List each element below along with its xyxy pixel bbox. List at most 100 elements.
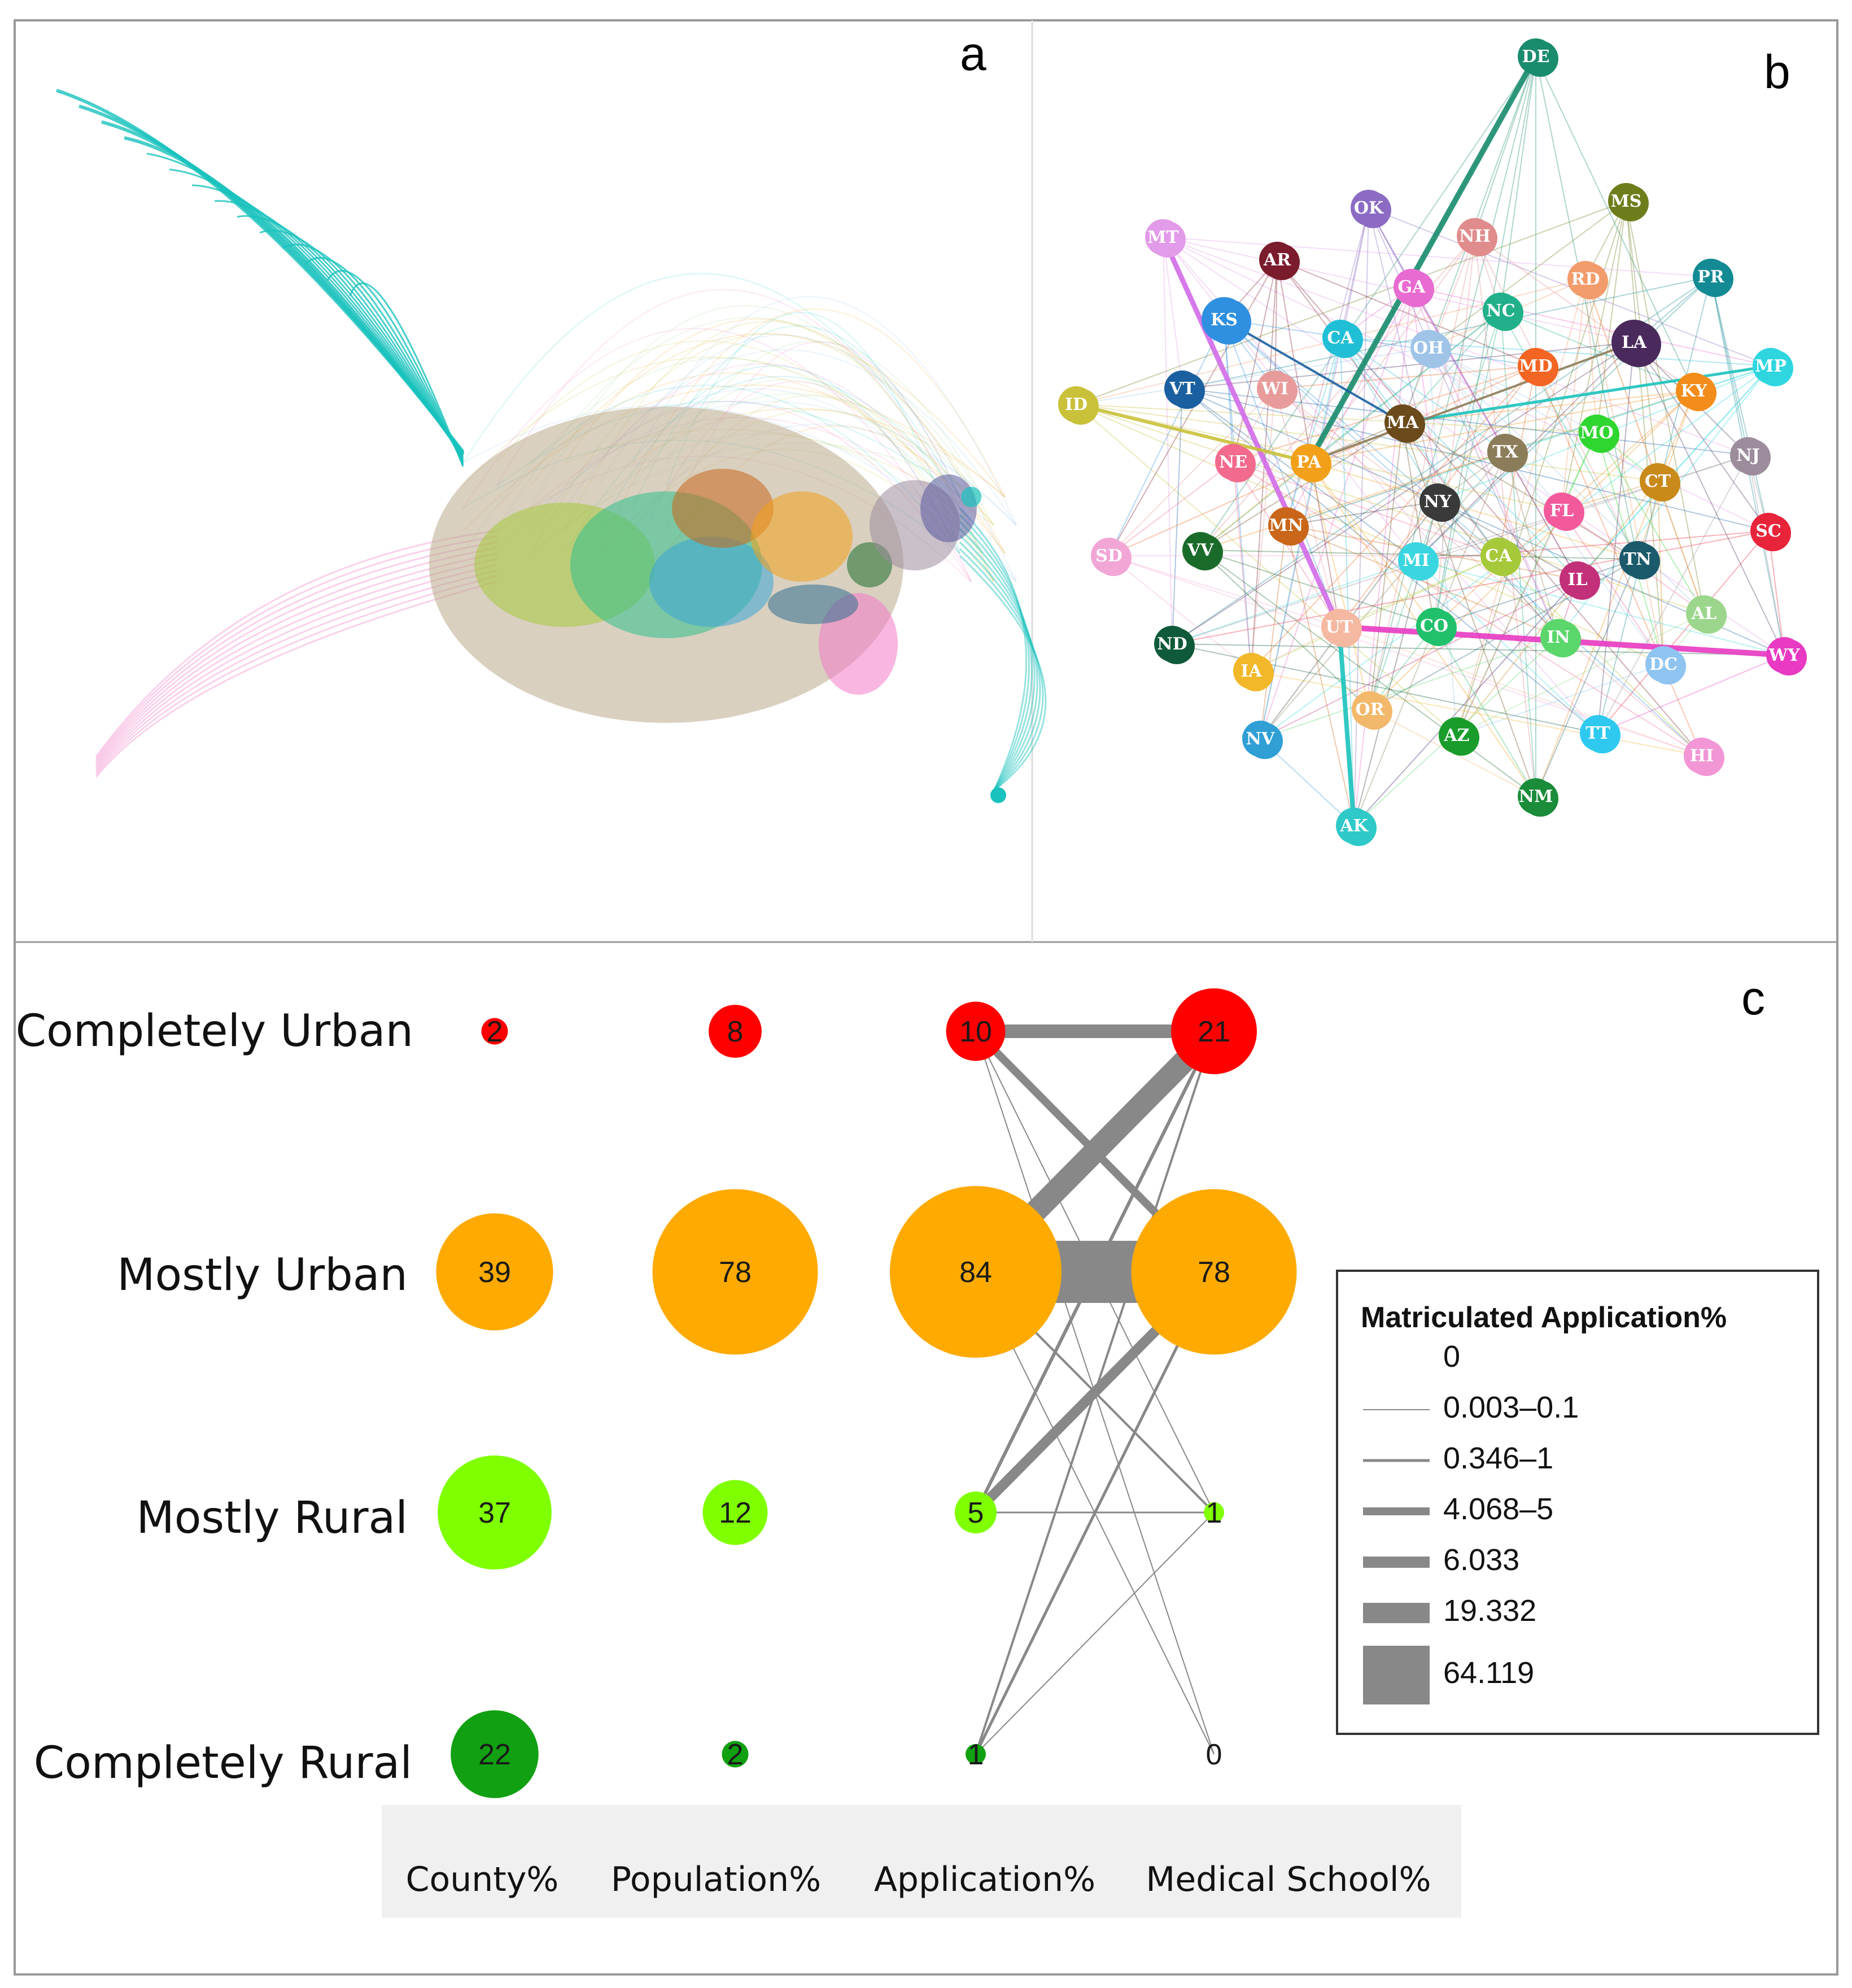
state-node: OK bbox=[1351, 190, 1391, 228]
network-edge bbox=[1274, 365, 1536, 389]
row-label-mostly-rural: Mostly Rural bbox=[136, 1493, 408, 1544]
legend-swatch bbox=[1363, 1409, 1430, 1410]
network-edge bbox=[1076, 404, 1658, 482]
state-node-label: WY bbox=[1768, 646, 1800, 665]
state-node-circle bbox=[1352, 691, 1388, 727]
network-edge bbox=[1108, 555, 1340, 627]
legend-label: 6.033 bbox=[1443, 1543, 1519, 1577]
flow-arc-cyan-right bbox=[959, 534, 1038, 791]
network-edge bbox=[1353, 365, 1771, 826]
state-node-circle bbox=[1154, 626, 1190, 662]
value-circle bbox=[481, 1018, 508, 1045]
state-node: PA bbox=[1291, 444, 1331, 482]
panel-b-highlight-arrows bbox=[1076, 55, 1785, 826]
state-node-label: SD bbox=[1095, 546, 1122, 566]
category-circle-county: 39 bbox=[436, 1213, 553, 1331]
flow-arc-pink bbox=[95, 547, 497, 764]
category-circle-population: 78 bbox=[652, 1189, 818, 1355]
state-node: MT bbox=[1145, 219, 1186, 258]
state-node: AL bbox=[1686, 595, 1727, 634]
application-flow-edge bbox=[975, 1512, 1215, 1755]
value-label: 0 bbox=[1206, 1738, 1222, 1771]
network-edge bbox=[1456, 510, 1562, 736]
state-node-label: MS bbox=[1611, 191, 1642, 211]
network-edge bbox=[1340, 337, 1578, 580]
network-edge bbox=[1251, 365, 1536, 672]
state-node-circle bbox=[1750, 513, 1787, 549]
network-edge bbox=[1710, 276, 1769, 531]
network-edge bbox=[1260, 636, 1559, 739]
state-node-circle bbox=[1608, 183, 1644, 219]
network-edge bbox=[1200, 422, 1403, 551]
column-label-application: Application% bbox=[874, 1860, 1095, 1899]
state-node-circle bbox=[1416, 608, 1452, 644]
value-label: 5 bbox=[968, 1497, 984, 1529]
category-circle-county: 2 bbox=[481, 1015, 508, 1048]
network-edge bbox=[1163, 237, 1711, 277]
state-node-label: OK bbox=[1354, 198, 1384, 218]
network-edge bbox=[1535, 365, 1702, 756]
network-edge bbox=[1474, 236, 1694, 391]
flow-arc-cyan bbox=[56, 89, 465, 453]
network-edge bbox=[1224, 319, 1536, 367]
flow-arc-pink bbox=[95, 564, 497, 771]
flow-arc bbox=[632, 296, 1017, 526]
flow-arc-cyan bbox=[191, 184, 464, 459]
network-edge bbox=[1274, 388, 1702, 756]
value-label: 78 bbox=[719, 1256, 752, 1289]
flow-arc-cyan-right bbox=[959, 548, 1044, 792]
network-edge bbox=[1768, 530, 1785, 656]
network-edge bbox=[1172, 342, 1635, 644]
network-edge bbox=[1626, 200, 1705, 614]
state-node-circle bbox=[1567, 261, 1604, 297]
category-circle-medical-school: 0 bbox=[1206, 1738, 1222, 1771]
network-edge bbox=[1260, 451, 1506, 739]
network-edge bbox=[1416, 276, 1711, 561]
network-edge bbox=[1561, 510, 1664, 665]
value-circle bbox=[1131, 1189, 1297, 1355]
state-node-label: NM bbox=[1519, 787, 1553, 806]
state-node: GA bbox=[1394, 269, 1434, 307]
flow-arc-cyan bbox=[101, 120, 465, 455]
state-node: TN bbox=[1619, 541, 1660, 579]
network-edge bbox=[1163, 237, 1785, 656]
network-highlight-arrow bbox=[1402, 364, 1771, 424]
state-node: CT bbox=[1640, 463, 1680, 502]
value-label: 12 bbox=[719, 1497, 752, 1529]
state-node: NM bbox=[1518, 778, 1558, 817]
value-circle bbox=[436, 1213, 553, 1331]
state-node: CA bbox=[1322, 320, 1363, 358]
state-node-label: CO bbox=[1420, 616, 1448, 636]
state-node-label: MD bbox=[1519, 356, 1552, 376]
network-edge bbox=[1182, 388, 1598, 734]
state-node-label: NV bbox=[1246, 729, 1275, 749]
network-edge bbox=[1353, 207, 1369, 826]
state-node: NV bbox=[1242, 721, 1283, 759]
flow-arc bbox=[598, 334, 1017, 582]
category-circle-application: 1 bbox=[966, 1738, 986, 1771]
value-label: 78 bbox=[1198, 1256, 1230, 1289]
state-node-circle bbox=[1580, 715, 1616, 751]
network-edge bbox=[1369, 422, 1403, 710]
network-edge bbox=[1353, 579, 1578, 826]
state-node: AR bbox=[1259, 242, 1300, 280]
network-edge bbox=[1434, 56, 1536, 626]
state-node: CA bbox=[1480, 538, 1521, 576]
state-node-label: OR bbox=[1355, 700, 1384, 720]
state-node: HI bbox=[1684, 738, 1724, 776]
flow-arc-cyan-right bbox=[959, 521, 1033, 791]
network-edge bbox=[1434, 310, 1501, 626]
flow-arc-cyan bbox=[259, 229, 464, 463]
state-node-label: IA bbox=[1241, 661, 1262, 681]
state-node-circle bbox=[1439, 717, 1475, 753]
state-node-label: IL bbox=[1567, 570, 1587, 590]
category-circle-population: 2 bbox=[722, 1738, 749, 1771]
state-node-label: MN bbox=[1269, 516, 1304, 535]
state-node-label: NC bbox=[1486, 301, 1515, 321]
state-node: ID bbox=[1058, 386, 1099, 425]
network-edge bbox=[1277, 259, 1536, 367]
value-label: 1 bbox=[968, 1738, 984, 1771]
state-node: AK bbox=[1336, 808, 1377, 846]
network-edge bbox=[1286, 501, 1438, 526]
